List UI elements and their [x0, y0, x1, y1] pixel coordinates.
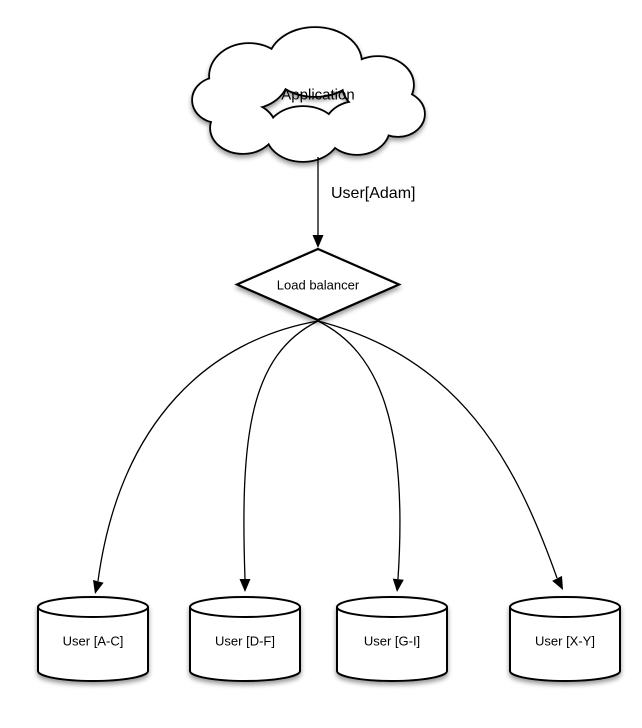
db-label-4: User [X-Y] [535, 633, 595, 649]
arrowhead-db1 [93, 580, 104, 594]
arrowhead-db2 [239, 579, 251, 592]
edge-arrowheads [93, 575, 563, 594]
application-label: Application [281, 86, 355, 104]
arrowhead-db4 [552, 575, 563, 590]
edge-lb-to-db-curves [97, 320, 558, 582]
db-cylinder-2 [189, 596, 301, 682]
db-label-3: User [G-I] [363, 633, 421, 649]
edge-app-to-lb-arrow [312, 157, 324, 248]
edge-user-adam-label: User[Adam] [331, 185, 416, 202]
db-cylinder-4 [509, 596, 621, 682]
load-balancer-label: Load balancer [276, 277, 360, 293]
edge-lb-to-db4 [317, 320, 558, 579]
db-label-1: User [A-C] [62, 633, 124, 649]
db-cylinder-1 [37, 596, 149, 682]
load-balancer-diamond-shape [234, 247, 402, 322]
edge-lb-to-db3 [317, 320, 401, 580]
application-cloud-shape [191, 26, 426, 163]
db-label-2: User [D-F] [215, 633, 275, 649]
db-cylinder-3 [336, 596, 448, 682]
edge-lb-to-db1 [97, 320, 319, 582]
edge-lb-to-db2 [243, 320, 319, 580]
arrowhead-db3 [392, 578, 404, 592]
